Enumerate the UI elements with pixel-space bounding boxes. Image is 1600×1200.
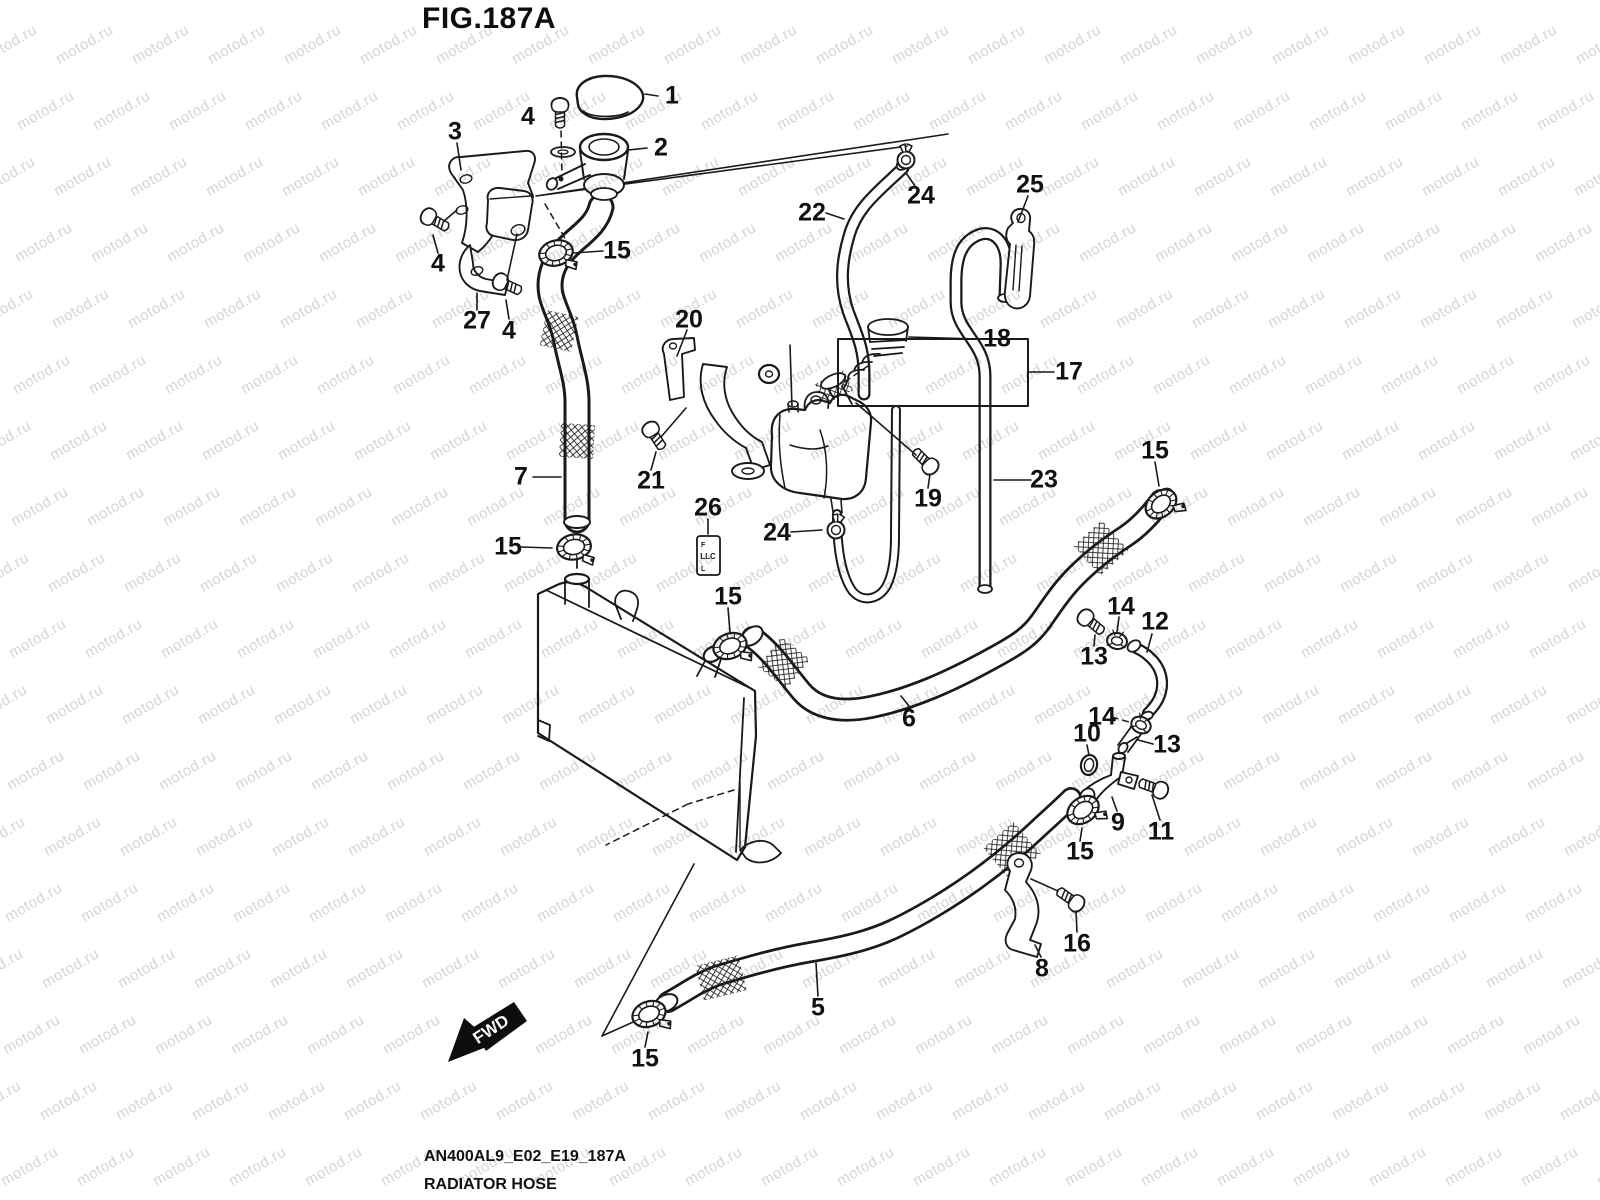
hose-6 bbox=[740, 487, 1174, 722]
leader-lines-dashed bbox=[544, 130, 1130, 846]
bolt-4-left bbox=[416, 204, 454, 237]
filler-neck-2 bbox=[545, 132, 630, 201]
hose-7 bbox=[536, 193, 615, 534]
llc-tag-top-text: F bbox=[701, 542, 706, 549]
bolt-11 bbox=[1135, 773, 1172, 802]
tank-drain-hose bbox=[832, 405, 901, 604]
bolt-4-top bbox=[550, 96, 570, 130]
bolt-21 bbox=[638, 417, 672, 455]
bracket-8 bbox=[1004, 852, 1042, 958]
hose-22 bbox=[835, 157, 911, 401]
figure-title: FIG.187A bbox=[422, 2, 557, 35]
reservoir-tank bbox=[769, 370, 873, 514]
llc-tag-26: F LLC L bbox=[696, 535, 721, 576]
bracket-3 bbox=[448, 149, 536, 253]
clamp-15-b bbox=[553, 530, 597, 572]
llc-tag-text: LLC bbox=[700, 552, 716, 561]
washer bbox=[550, 146, 576, 158]
group-box-17 bbox=[837, 338, 1029, 407]
hose-5 bbox=[653, 787, 1082, 1013]
o-ring-10 bbox=[1079, 753, 1099, 777]
screw-19 bbox=[907, 443, 943, 479]
strap-25 bbox=[1003, 207, 1036, 310]
tank-bracket-20 bbox=[661, 337, 781, 480]
bolt-16 bbox=[1052, 882, 1089, 916]
reservoir-cap-18 bbox=[843, 318, 909, 389]
footer-part-code: AN400AL9_E02_E19_187A bbox=[424, 1148, 626, 1165]
radiator-cap-1 bbox=[575, 74, 645, 121]
screw-13-upper bbox=[1073, 605, 1110, 640]
hose-23 bbox=[949, 227, 1013, 594]
callout-lines bbox=[535, 133, 949, 1037]
radiator bbox=[536, 527, 782, 864]
llc-tag-bottom-text: L bbox=[701, 566, 706, 573]
clamp-24-top bbox=[896, 142, 916, 170]
leader-lines bbox=[432, 93, 1161, 1048]
footer-figure-name: RADIATOR HOSE bbox=[424, 1176, 557, 1193]
fwd-arrow: FWD bbox=[448, 1002, 527, 1062]
clamp-24-bottom bbox=[825, 511, 849, 541]
hose-12 bbox=[1126, 639, 1169, 722]
